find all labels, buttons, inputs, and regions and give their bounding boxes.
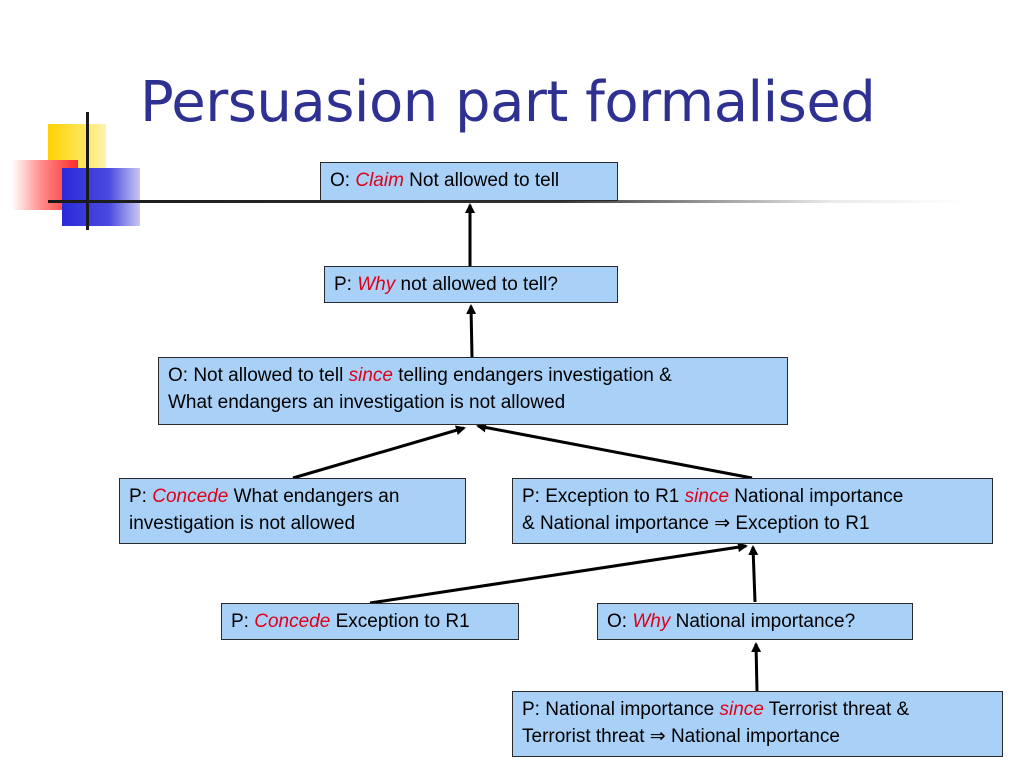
node-concede-exception: P: Concede Exception to R1 <box>221 603 519 640</box>
node-keyword: Concede <box>152 486 229 507</box>
node-keyword: Why <box>357 274 396 295</box>
node-exception-since: P: Exception to R1 since National import… <box>512 478 993 544</box>
node-concede-endangers: P: Concede What endangers an investigati… <box>119 478 466 544</box>
page-title: Persuasion part formalised <box>140 70 876 135</box>
node-national-since: P: National importance since Terrorist t… <box>512 691 1003 757</box>
node-keyword: Why <box>632 611 671 632</box>
node-claim: O: Claim Not allowed to tell <box>320 162 618 201</box>
node-keyword: since <box>684 486 730 507</box>
decor-blue-square <box>62 168 140 226</box>
node-keyword: Concede <box>254 611 331 632</box>
node-keyword: since <box>348 365 393 386</box>
node-keyword: since <box>719 699 764 720</box>
node-why-not-allowed: P: Why not allowed to tell? <box>324 266 618 303</box>
edge-n7-to-n5 <box>748 545 759 603</box>
node-keyword: Claim <box>355 170 404 191</box>
node-why-national: O: Why National importance? <box>597 603 913 640</box>
edge-n6-to-n5 <box>369 542 748 605</box>
decor-horizontal-rule <box>48 200 968 203</box>
decor-vertical-line <box>86 112 89 230</box>
edge-n5-to-n3 <box>476 422 753 480</box>
edge-n4-to-n3 <box>292 425 466 480</box>
edge-n3-to-n2 <box>466 304 477 358</box>
node-since-endangers: O: Not allowed to tell since telling end… <box>158 357 788 425</box>
edge-n8-to-n7 <box>751 642 762 692</box>
